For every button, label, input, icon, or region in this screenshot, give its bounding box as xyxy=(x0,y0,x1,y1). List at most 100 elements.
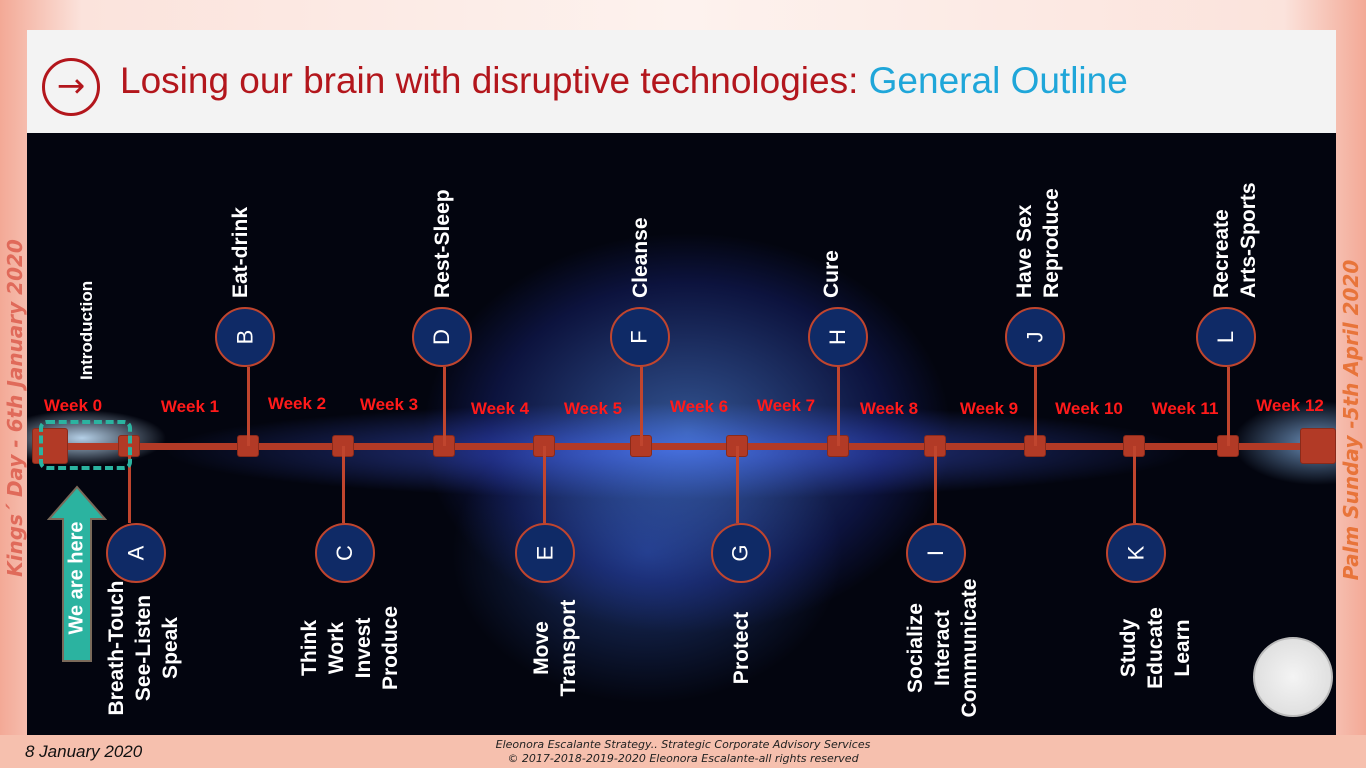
milestone-stem xyxy=(1227,367,1230,446)
label-line: Learn xyxy=(1170,619,1194,677)
milestone-letter: L xyxy=(1213,330,1238,344)
milestone-a: A xyxy=(106,523,166,583)
milestone-c: C xyxy=(315,523,375,583)
footer-band xyxy=(0,735,1366,768)
week-label: Week 3 xyxy=(359,395,419,414)
milestone-label: Protect xyxy=(728,573,755,723)
footer-copyright: Eleonora Escalante Strategy.. Strategic … xyxy=(496,738,871,766)
current-position-box xyxy=(39,420,132,470)
introduction-label: Introduction xyxy=(77,280,96,380)
up-arrow-icon xyxy=(46,485,108,663)
milestone-i: I xyxy=(906,523,966,583)
label-line: Socialize xyxy=(903,603,927,693)
label-line: Communicate xyxy=(957,578,981,718)
milestone-stem xyxy=(342,446,345,523)
milestone-letter: A xyxy=(123,545,148,561)
week-label: Week 7 xyxy=(756,396,816,415)
label-line: Cure xyxy=(819,250,843,298)
timeline-node xyxy=(32,428,68,464)
footer-line-1: Eleonora Escalante Strategy.. Strategic … xyxy=(495,738,871,751)
milestone-letter: G xyxy=(728,544,753,562)
label-line: Speak xyxy=(158,617,182,679)
milestone-letter: K xyxy=(1123,545,1148,561)
week-label: Week 4 xyxy=(470,399,530,418)
label-line: See-Listen xyxy=(131,594,155,702)
timeline-line xyxy=(38,443,1320,450)
milestone-e: E xyxy=(515,523,575,583)
week-label: Week 8 xyxy=(859,399,919,418)
label-line: Arts-Sports xyxy=(1237,182,1260,298)
label-line: Recreate xyxy=(1210,209,1233,298)
title-accent: General Outline xyxy=(868,60,1128,101)
label-line: Educate xyxy=(1143,607,1167,689)
week-label: Week 11 xyxy=(1151,399,1219,418)
milestone-b: B xyxy=(215,307,275,367)
milestone-letter: D xyxy=(428,329,454,345)
milestone-stem xyxy=(640,367,643,446)
brain-network-image xyxy=(27,133,1336,735)
milestone-stem xyxy=(1034,367,1037,446)
milestone-h: H xyxy=(808,307,868,367)
label-line: Work xyxy=(325,621,348,675)
milestone-d: D xyxy=(412,307,472,367)
label-line: Reproduce xyxy=(1040,188,1063,298)
milestone-label: Cure xyxy=(818,250,845,298)
week-label: Week 6 xyxy=(669,397,729,416)
we-are-here-label: We are here xyxy=(65,521,88,635)
label-line: Cleanse xyxy=(628,217,652,298)
milestone-stem xyxy=(443,367,446,446)
milestone-stem xyxy=(128,446,131,523)
slide-date: 8 January 2020 xyxy=(25,742,143,761)
milestone-stem xyxy=(837,367,840,446)
week-label: Week 2 xyxy=(267,394,327,413)
label-line: Protect xyxy=(729,611,753,685)
milestone-letter: C xyxy=(331,545,357,561)
week-label: Week 9 xyxy=(959,399,1019,418)
label-line: Think xyxy=(298,620,321,676)
milestone-letter: F xyxy=(626,330,652,344)
week-label: Week 0 xyxy=(43,396,103,415)
label-line: Transport xyxy=(557,599,580,697)
week-label: Week 1 xyxy=(160,397,220,416)
milestone-letter: J xyxy=(1022,331,1047,343)
label-line: Interact xyxy=(930,610,954,686)
footer-line-2: © 2017-2018-2019-2020 Eleonora Escalante… xyxy=(507,752,859,765)
seal-logo xyxy=(1253,637,1333,717)
title-main: Losing our brain with disruptive technol… xyxy=(120,60,869,101)
timeline-node xyxy=(1300,428,1336,464)
milestone-label: Rest-Sleep xyxy=(429,189,456,298)
label-line: Rest-Sleep xyxy=(430,189,454,298)
label-line: Invest xyxy=(352,617,375,679)
title-band xyxy=(27,30,1336,133)
label-line: Have Sex xyxy=(1013,204,1036,298)
milestone-stem xyxy=(1133,446,1136,523)
milestone-stem xyxy=(543,446,546,523)
week-label: Week 10 xyxy=(1055,399,1123,418)
milestone-k: K xyxy=(1106,523,1166,583)
label-line: Produce xyxy=(379,605,402,691)
milestone-label: Eat-drink xyxy=(227,207,254,298)
milestone-f: F xyxy=(610,307,670,367)
label-line: Study xyxy=(1116,618,1140,678)
label-line: Move xyxy=(530,621,553,675)
label-line: Eat-drink xyxy=(228,206,252,298)
milestone-j: J xyxy=(1005,307,1065,367)
end-date-label: Palm Sunday -5th April 2020 xyxy=(1339,259,1363,581)
milestone-stem xyxy=(934,446,937,523)
arrow-right-circle-icon: → xyxy=(42,58,100,116)
milestone-letter: I xyxy=(923,549,948,557)
start-date-label: Kings´ Day - 6th January 2020 xyxy=(3,239,27,577)
milestone-stem xyxy=(736,446,739,523)
milestone-g: G xyxy=(711,523,771,583)
week-label: Week 12 xyxy=(1256,396,1324,415)
milestone-stem xyxy=(247,367,250,446)
week-label: Week 5 xyxy=(563,399,623,418)
milestone-letter: E xyxy=(532,545,557,561)
